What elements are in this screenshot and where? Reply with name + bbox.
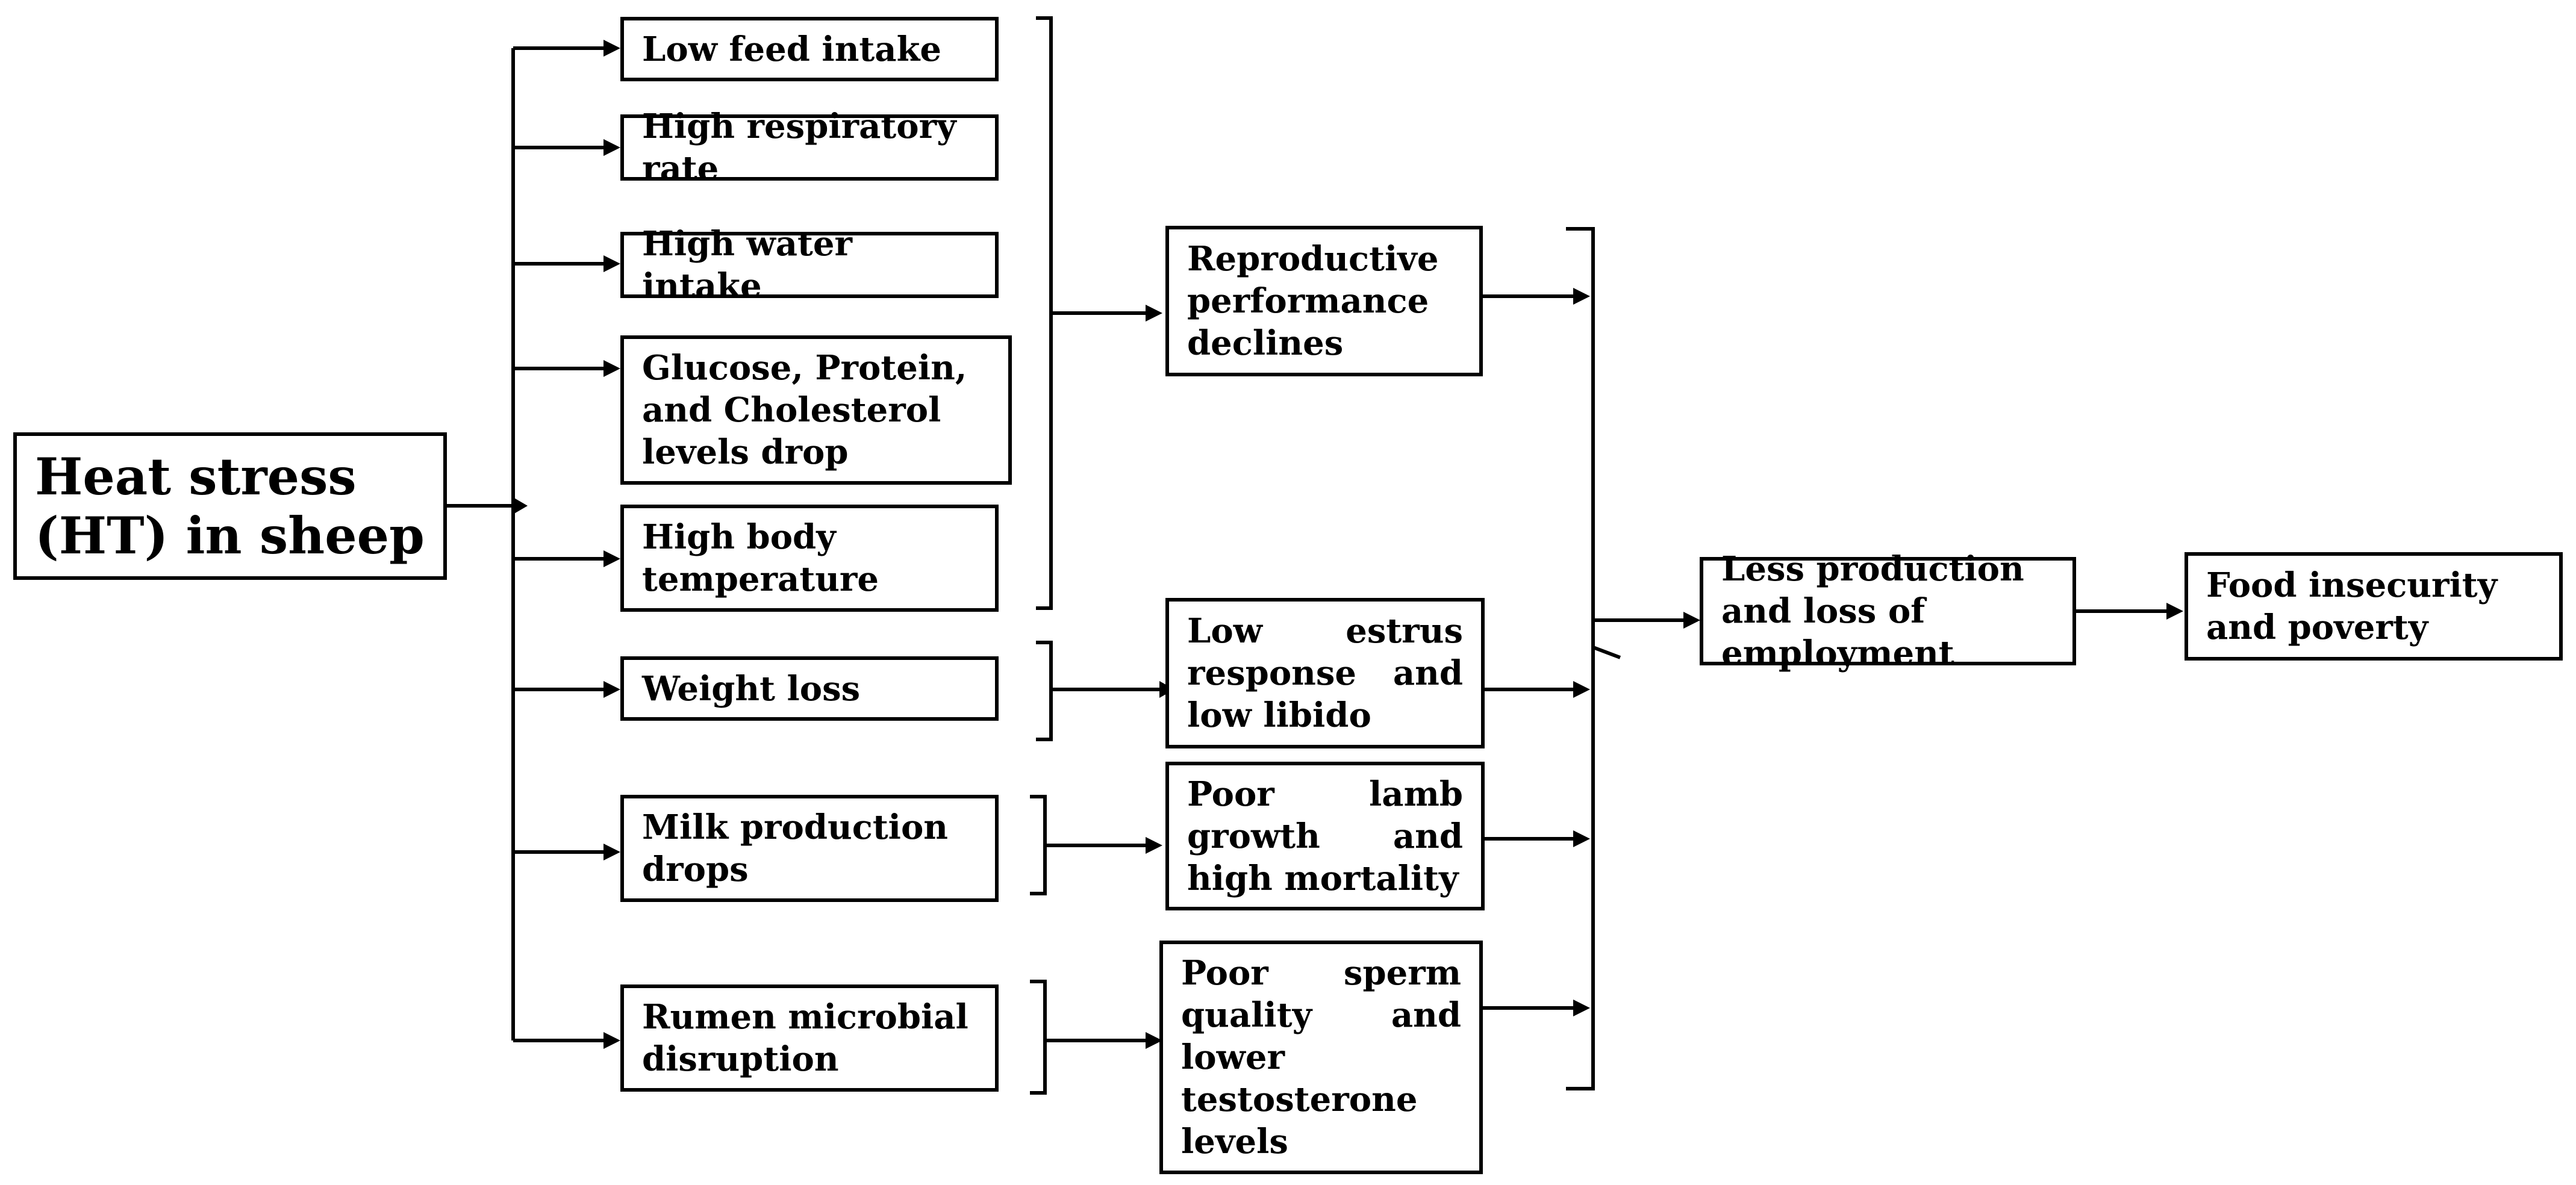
root-label: Heat stress (HT) in sheep bbox=[35, 446, 425, 565]
symptom-arrows bbox=[513, 46, 608, 1042]
symptom-label: High water intake bbox=[642, 224, 853, 306]
outcome-arrows bbox=[1483, 294, 2168, 1010]
symptom-node: Rumen microbial disruption bbox=[620, 984, 999, 1092]
effect-node: Reproductive performance declines bbox=[1165, 226, 1483, 376]
bracket-effects-tail bbox=[1592, 645, 1621, 659]
bracket-effects bbox=[1566, 227, 1595, 1090]
symptom-label: Rumen microbial disruption bbox=[642, 997, 968, 1079]
bracket-group-2 bbox=[1036, 641, 1053, 741]
symptom-node: Weight loss bbox=[620, 656, 999, 721]
arrowheads bbox=[603, 40, 2183, 1049]
symptom-label: Glucose, Protein, and Cholesterol levels… bbox=[642, 348, 967, 472]
bracket-group-3 bbox=[1030, 795, 1047, 895]
symptom-node: High body temperature bbox=[620, 505, 999, 612]
outcome-label: Less production and loss of employment bbox=[1721, 549, 2024, 673]
symptom-label: High respiratory rate bbox=[642, 107, 956, 188]
symptom-node: Milk production drops bbox=[620, 795, 999, 902]
final-node: Food insecurity and poverty bbox=[2185, 552, 2563, 661]
effect-label: Poor sperm quality and lower testosteron… bbox=[1181, 953, 1461, 1162]
symptom-node: High water intake bbox=[620, 224, 999, 306]
symptom-label: Milk production drops bbox=[642, 807, 949, 889]
outcome-node: Less production and loss of employment bbox=[1700, 549, 2076, 673]
symptom-node: Glucose, Protein, and Cholesterol levels… bbox=[620, 335, 1012, 485]
effect-node: Poor lamb growth and high mortality bbox=[1165, 762, 1485, 910]
symptom-label: Low feed intake bbox=[642, 29, 941, 69]
root-node: Heat stress (HT) in sheep bbox=[13, 432, 447, 580]
bracket-group-4 bbox=[1030, 980, 1047, 1095]
effect-node: Low estrus response and low libido bbox=[1165, 598, 1485, 748]
symptom-label: Weight loss bbox=[642, 668, 861, 709]
symptom-node: Low feed intake bbox=[620, 17, 999, 81]
effect-label: Reproductive performance declines bbox=[1187, 239, 1439, 363]
bracket-group-1 bbox=[1036, 16, 1053, 610]
effect-arrows bbox=[1045, 311, 1162, 1042]
symptom-node: High respiratory rate bbox=[620, 107, 999, 188]
symptom-label: High body temperature bbox=[642, 517, 879, 599]
effect-label: Low estrus response and low libido bbox=[1187, 611, 1463, 735]
final-label: Food insecurity and poverty bbox=[2206, 565, 2498, 647]
effect-node: Poor sperm quality and lower testosteron… bbox=[1159, 941, 1483, 1174]
effect-label: Poor lamb growth and high mortality bbox=[1187, 774, 1463, 898]
